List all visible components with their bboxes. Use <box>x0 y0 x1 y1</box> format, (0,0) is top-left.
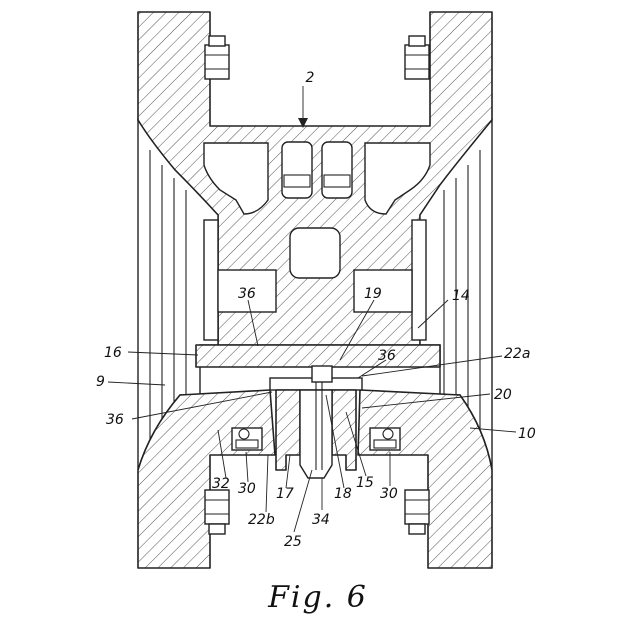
label-32: 32 <box>212 476 230 492</box>
seal-right <box>370 428 400 450</box>
central-assembly <box>270 366 362 478</box>
label-22a: 22a <box>504 346 530 362</box>
block-right <box>354 270 412 312</box>
label-36-lower-left: 36 <box>106 412 124 428</box>
bolt-bottom-left <box>205 490 229 534</box>
label-36-center: 36 <box>378 348 396 364</box>
label-36-left-block: 36 <box>238 286 256 302</box>
label-14: 14 <box>452 288 470 304</box>
label-18: 18 <box>334 486 352 502</box>
label-2: 2 <box>306 70 315 86</box>
bolt-top-right <box>405 36 429 79</box>
label-15: 15 <box>356 475 374 491</box>
label-34: 34 <box>312 512 330 528</box>
label-25: 25 <box>284 534 302 550</box>
label-16: 16 <box>104 345 122 361</box>
plate <box>196 345 440 367</box>
label-20: 20 <box>494 387 512 403</box>
label-30-left: 30 <box>238 481 256 497</box>
label-17: 17 <box>276 486 294 502</box>
seal-left <box>232 428 262 450</box>
label-22b: 22b <box>248 512 275 528</box>
bolt-bottom-right <box>405 490 429 534</box>
label-10: 10 <box>518 426 536 442</box>
label-30-right: 30 <box>380 486 398 502</box>
label-19: 19 <box>364 286 382 302</box>
figure-caption: Fig. 6 <box>267 580 368 615</box>
bolt-top-left <box>205 36 229 79</box>
label-9: 9 <box>96 374 105 390</box>
